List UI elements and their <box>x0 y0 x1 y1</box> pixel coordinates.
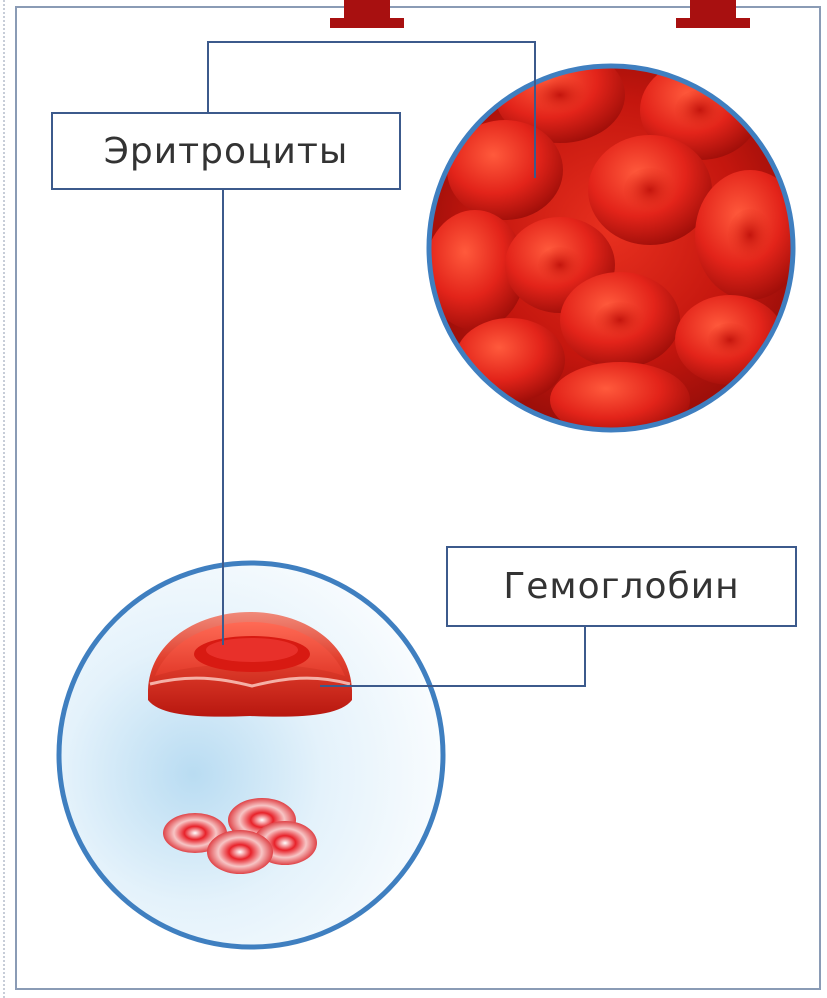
erythrocytes-label-text: Эритроциты <box>104 131 349 172</box>
header-red-marks <box>330 0 750 28</box>
erythrocytes-label: Эритроциты <box>51 112 401 190</box>
red-blood-cells-micrograph-icon <box>425 47 805 438</box>
hemoglobin-label: Гемоглобин <box>446 546 797 627</box>
hemoglobin-label-text: Гемоглобин <box>503 566 739 607</box>
